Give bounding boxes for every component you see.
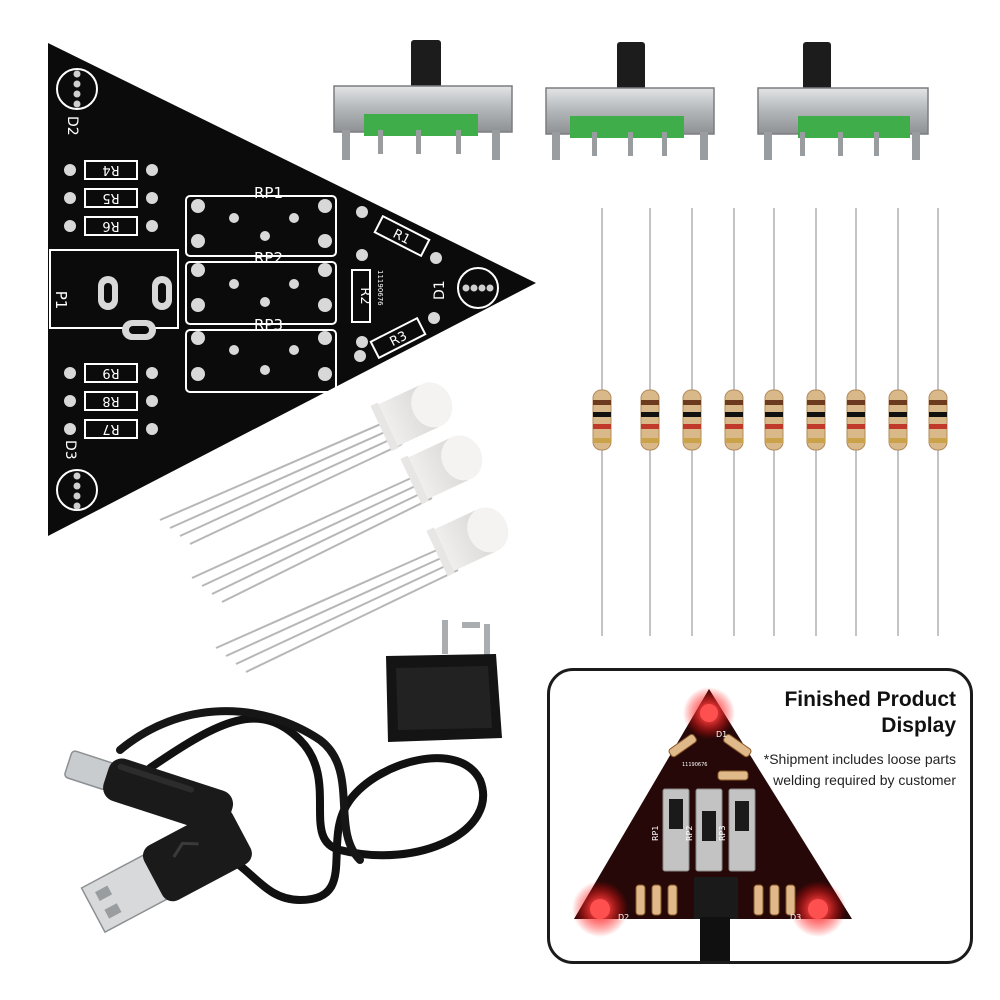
rgb-led-3 [215,507,509,673]
rgb-led-2 [191,435,483,603]
d3-footprint [56,469,98,511]
finished-product-panel: D1 D2 D3 RP1 RP2 RP3 11190676 Finished P… [547,668,973,964]
finished-label-d3: D3 [790,913,801,922]
label-d2: D2 [64,116,80,136]
label-rp2: RP2 [254,249,283,267]
usb-dc-cable [64,707,488,934]
label-r4: R4 [102,162,119,177]
rgb-led-1 [159,382,453,545]
label-rp3: RP3 [254,316,283,334]
resistor [682,208,702,636]
label-r5: R5 [102,190,119,205]
d2-footprint [56,68,98,110]
finished-product-photo: D1 D2 D3 RP1 RP2 RP3 11190676 [572,687,852,961]
finished-label-d1: D1 [716,730,727,739]
slide-potentiometer-2 [545,42,715,160]
finished-label-rp2: RP2 [685,826,694,841]
label-r3: R3 [388,329,410,350]
label-p1: P1 [52,291,70,310]
label-r1: R1 [390,227,412,248]
finished-label-rp3: RP3 [718,826,727,841]
resistor [640,208,660,636]
resistor [724,208,744,636]
finished-board-code: 11190676 [682,762,707,768]
slide-potentiometer-3 [757,42,929,160]
d1-footprint [457,267,499,309]
resistor-set [592,208,948,636]
resistor [806,208,826,636]
label-rp1: RP1 [254,184,283,202]
label-r2: R2 [357,287,372,304]
label-r9: R9 [102,365,119,380]
resistor [764,208,784,636]
resistor [888,208,908,636]
label-r6: R6 [102,218,119,233]
resistor [928,208,948,636]
shipment-note: *Shipment includes loose parts welding r… [763,751,956,788]
board-code: 11190676 [376,270,384,306]
label-d1: D1 [432,280,448,300]
label-r7: R7 [102,421,119,436]
label-d3: D3 [62,440,78,460]
slide-potentiometer-1 [333,40,513,160]
finished-label-d2: D2 [618,913,629,922]
dc-power-jack [386,620,502,742]
finished-label-rp1: RP1 [651,826,660,841]
kit-pcb-board: D2 D3 D1 P1 RP1 RP2 RP3 R4 R5 R6 R9 R8 R… [48,43,536,536]
resistor [592,208,612,636]
label-r8: R8 [102,393,119,408]
finished-product-title: Finished Product Display [784,688,956,737]
resistor [846,208,866,636]
